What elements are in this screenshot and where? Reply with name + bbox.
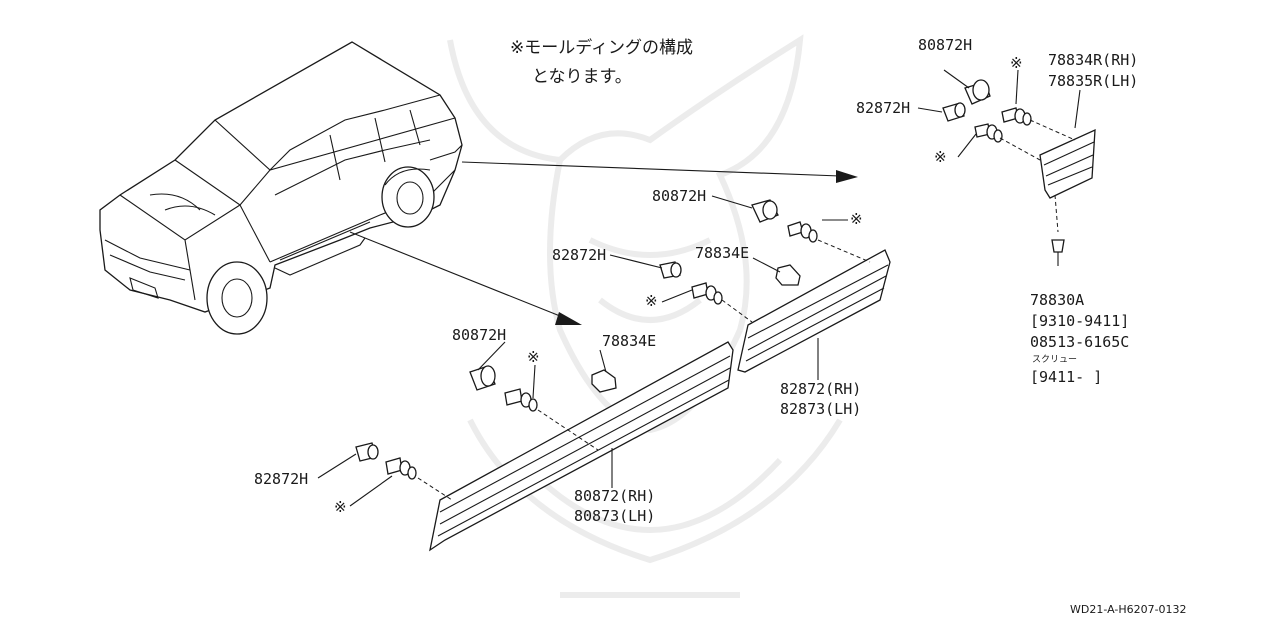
label-78835r: 78835R(LH) xyxy=(1048,72,1138,90)
label-78834r: 78834R(RH) xyxy=(1048,51,1138,69)
label-80872-rh: 80872(RH) xyxy=(574,487,655,505)
label-80872h-front: 80872H xyxy=(452,326,506,344)
label-mark-mid-2: ※ xyxy=(645,292,658,310)
clip-78834e-mid xyxy=(775,264,801,286)
label-mark-mid-1: ※ xyxy=(850,210,863,228)
note-line-1: ※モールディングの構成 xyxy=(510,37,693,58)
fastener-front-upper xyxy=(504,388,523,406)
label-82872h-mid: 82872H xyxy=(552,246,606,264)
label-82872-rh: 82872(RH) xyxy=(780,380,861,398)
label-82872h-rear: 82872H xyxy=(856,99,910,117)
label-78834e-mid: 78834E xyxy=(695,244,749,262)
note-line-2: となります。 xyxy=(532,67,632,87)
label-mark-front-2: ※ xyxy=(334,498,347,516)
label-78834e-front: 78834E xyxy=(602,332,656,350)
label-screw-range-2: [9411- ] xyxy=(1030,368,1102,386)
callout-arrows xyxy=(349,161,858,325)
label-80872h-rear: 80872H xyxy=(918,36,972,54)
front-molding-group xyxy=(317,341,734,552)
label-mark-rear-1: ※ xyxy=(1010,54,1023,72)
middle-molding-part xyxy=(737,249,891,373)
label-screw-name: スクリュー xyxy=(1032,354,1077,365)
middle-molding-group xyxy=(609,195,891,380)
clip-78834e-front xyxy=(591,369,617,393)
label-82872h-front: 82872H xyxy=(254,470,308,488)
label-mark-rear-2: ※ xyxy=(934,148,947,166)
diagram-code: WD21-A-H6207-0132 xyxy=(1070,603,1187,616)
rear-molding-group xyxy=(917,69,1096,266)
label-08513-6165c: 08513-6165C xyxy=(1030,333,1129,351)
screw-78830a xyxy=(1051,239,1065,253)
label-screw-range-1: [9310-9411] xyxy=(1030,312,1129,330)
label-80872h-mid: 80872H xyxy=(652,187,706,205)
front-molding-part xyxy=(429,341,734,552)
rear-molding-part xyxy=(1039,128,1096,199)
label-80873-lh: 80873(LH) xyxy=(574,507,655,525)
label-78830a: 78830A xyxy=(1030,291,1084,309)
fastener-mid-lower xyxy=(691,282,709,299)
label-82873-lh: 82873(LH) xyxy=(780,400,861,418)
vehicle-illustration xyxy=(99,41,463,335)
label-mark-front-1: ※ xyxy=(527,348,540,366)
